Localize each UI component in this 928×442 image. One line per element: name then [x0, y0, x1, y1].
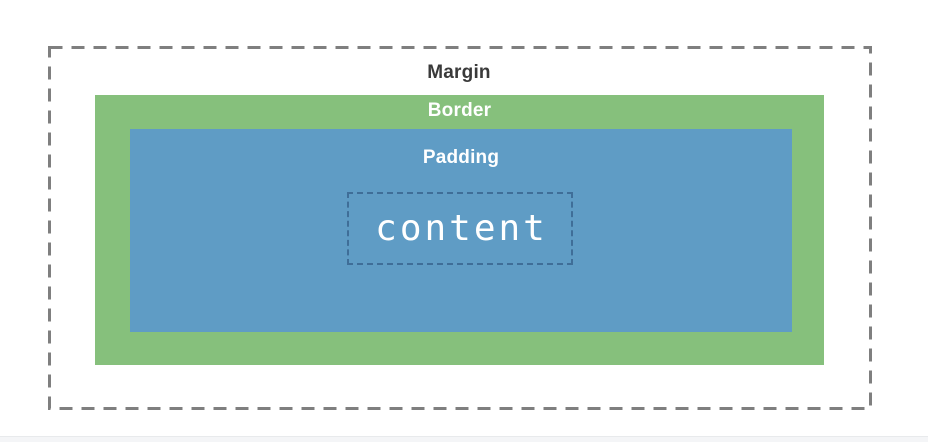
- bottom-edge-strip: [0, 436, 928, 442]
- padding-box: Padding content: [130, 129, 792, 332]
- margin-dashed-outline: [48, 46, 872, 410]
- content-label: content: [375, 207, 548, 249]
- margin-label: Margin: [427, 62, 491, 83]
- border-label: Border: [427, 100, 492, 121]
- border-box: Border Padding content: [95, 95, 824, 365]
- padding-label: Padding: [422, 147, 500, 168]
- content-box: content: [347, 192, 573, 265]
